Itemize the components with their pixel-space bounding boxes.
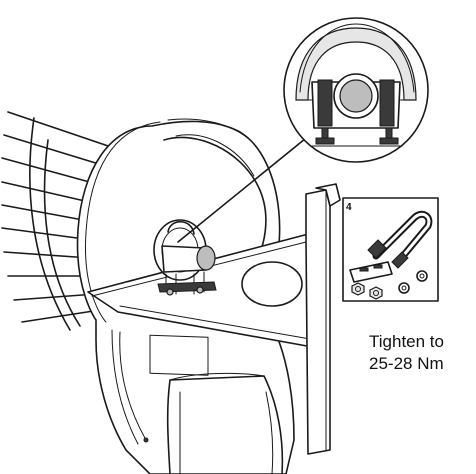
detail-leader-line	[177, 129, 317, 243]
washer-icon	[398, 282, 410, 294]
axle-clamp	[153, 219, 217, 296]
nut-icon	[351, 282, 365, 296]
washer-icon-2	[416, 270, 428, 282]
callout-step-number: 4	[346, 202, 352, 213]
torque-instruction: Tighten to 25-28 Nm	[369, 331, 444, 375]
u-bolt-icon	[367, 210, 433, 269]
clamp-plate-icon	[349, 261, 393, 283]
magnified-detail	[283, 17, 429, 163]
instruction-line-2: 25-28 Nm	[369, 354, 444, 373]
hardware-kit-callout	[342, 197, 439, 302]
bracket-hole	[241, 261, 303, 307]
instruction-line-1: Tighten to	[369, 332, 444, 351]
roller-shaft-lines	[1, 111, 121, 331]
nut-icon-2	[369, 286, 383, 300]
